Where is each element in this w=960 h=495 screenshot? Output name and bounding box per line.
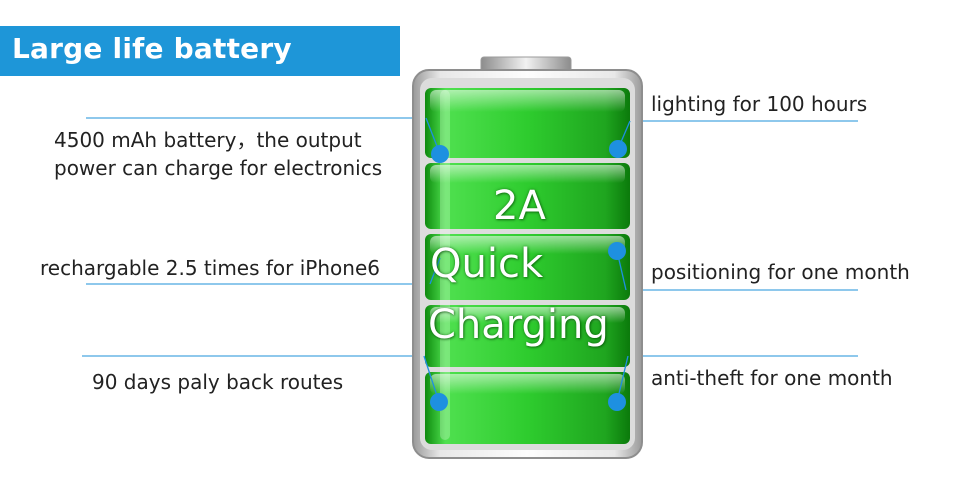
feature-lighting: lighting for 100 hours	[651, 92, 868, 116]
title-banner: Large life battery	[0, 26, 400, 76]
feature-capacity-line-2: power can charge for electronics	[54, 156, 383, 180]
feature-anti-theft: anti-theft for one month	[651, 366, 893, 390]
battery-overlay-charging: Charging	[428, 302, 609, 348]
feature-playback: 90 days paly back routes	[92, 370, 344, 394]
connector-lines	[82, 117, 858, 357]
feature-capacity: 4500 mAh battery，the output power can ch…	[54, 126, 382, 182]
feature-capacity-line-1: 4500 mAh battery，the output	[54, 128, 362, 152]
battery-overlay-quick: Quick	[430, 241, 544, 287]
feature-positioning: positioning for one month	[651, 260, 910, 284]
battery-overlay-2a: 2A	[493, 183, 546, 229]
banner-title: Large life battery	[12, 32, 292, 65]
feature-iphone-recharge: rechargable 2.5 times for iPhone6	[40, 256, 380, 280]
